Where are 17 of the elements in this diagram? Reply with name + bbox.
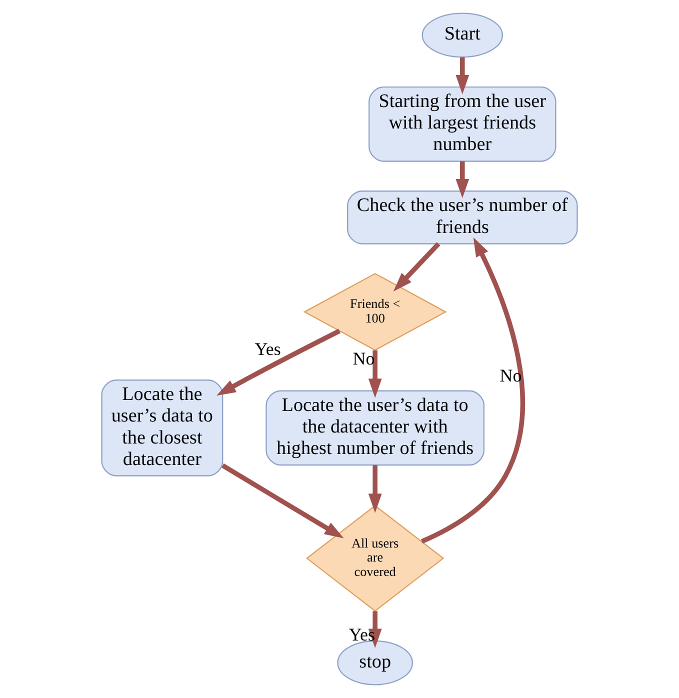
arrow xyxy=(368,611,382,648)
arrow xyxy=(216,328,341,396)
node-diamond: All users are covered xyxy=(306,504,444,612)
node-box: Locate the user’s data to the datacenter with highest number of friends xyxy=(266,390,485,466)
arrow xyxy=(420,237,525,544)
arrow xyxy=(456,57,470,94)
node-ellipse: Start xyxy=(422,12,504,58)
edge-label: Yes xyxy=(254,338,281,359)
arrow xyxy=(456,161,470,198)
node-box: Starting from the user with largest friends number xyxy=(368,86,556,162)
arrow xyxy=(393,242,440,292)
arrow xyxy=(368,465,382,513)
node-box: Check the user’s number of friends xyxy=(346,190,578,244)
arrow xyxy=(221,463,344,538)
node-ellipse: stop xyxy=(337,640,414,686)
arrow xyxy=(368,350,382,398)
node-box: Locate the user’s data to the closest datacenter xyxy=(101,380,224,476)
